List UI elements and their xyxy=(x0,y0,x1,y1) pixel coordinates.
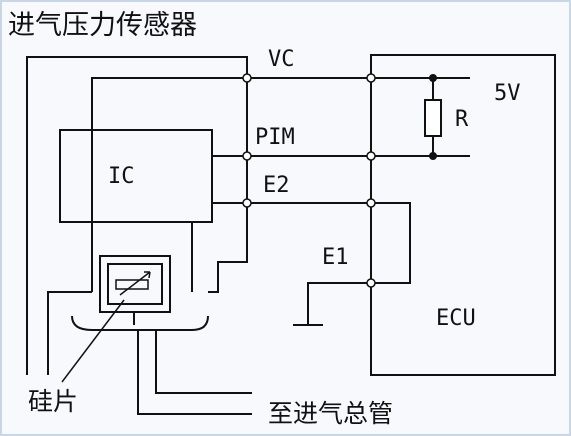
diagram-title: 进气压力传感器 xyxy=(8,10,197,41)
sensor-inner-frame xyxy=(91,77,247,292)
piezoresistor-element xyxy=(115,279,149,290)
junction-e2-sensor xyxy=(242,198,252,208)
intake-pipe-inner xyxy=(155,330,252,394)
diaphragm xyxy=(71,315,209,331)
label-to-intake-manifold: 至进气总管 xyxy=(268,399,393,428)
junction-vc-sensor xyxy=(242,73,252,83)
label-resistor: R xyxy=(455,107,469,132)
chip-leader-line xyxy=(61,299,125,383)
label-e2: E2 xyxy=(263,173,290,198)
label-5v: 5V xyxy=(494,81,521,106)
wire-e2-e1-link xyxy=(371,202,411,284)
junction-resistor-top xyxy=(429,74,437,82)
label-e1: E1 xyxy=(322,245,349,270)
junction-resistor-bottom xyxy=(429,152,437,160)
resistor-r xyxy=(424,99,442,137)
intake-pipe-outer xyxy=(137,330,252,415)
label-vc: VC xyxy=(268,47,295,72)
junction-e2-ecu xyxy=(366,198,376,208)
label-pim: PIM xyxy=(255,125,295,150)
label-ecu: ECU xyxy=(436,306,476,331)
sensor-housing-outer xyxy=(26,56,248,375)
ic-label: IC xyxy=(108,164,135,189)
ecu-box xyxy=(370,54,556,376)
arrow-head xyxy=(144,271,151,279)
junction-e1-ecu xyxy=(366,278,376,288)
sensor-housing-inner xyxy=(47,291,92,375)
variable-resistor-arrow xyxy=(119,271,151,296)
junction-vc-ecu xyxy=(366,73,376,83)
wire-e1-ground xyxy=(307,282,371,325)
junction-pim-ecu xyxy=(366,151,376,161)
silicon-chip xyxy=(107,263,163,305)
junction-pim-sensor xyxy=(242,151,252,161)
label-silicon-chip: 硅片 xyxy=(28,387,78,416)
ic-box xyxy=(59,129,213,223)
